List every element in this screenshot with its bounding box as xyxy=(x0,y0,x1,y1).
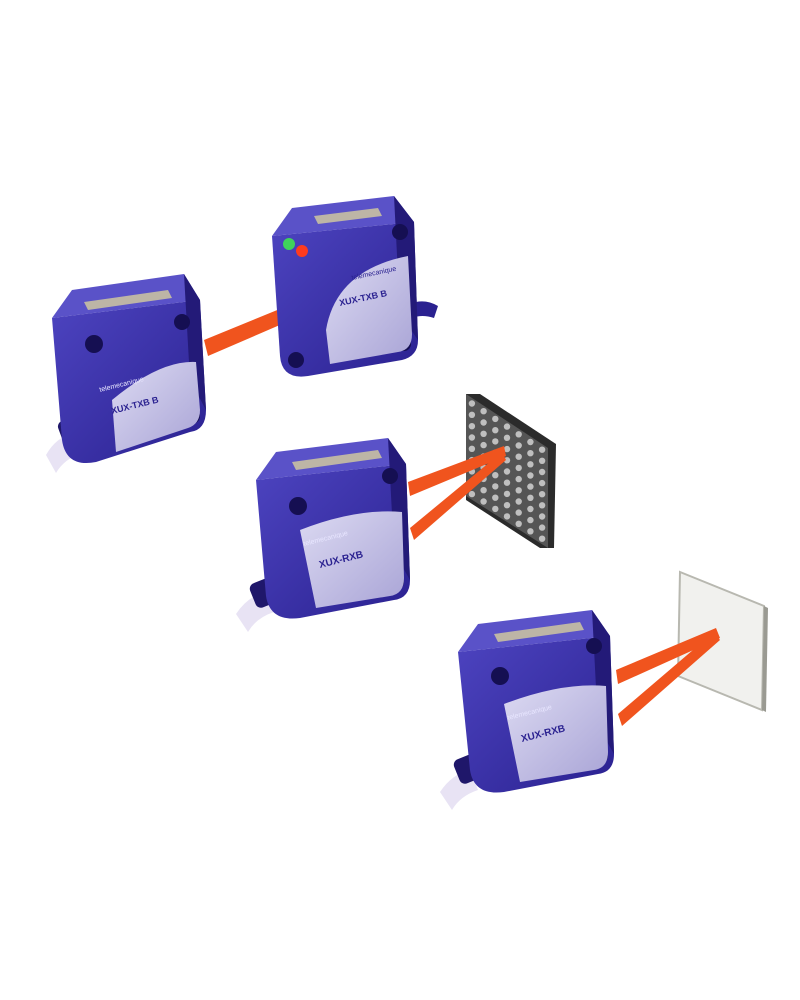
reflex-beam-out xyxy=(408,446,506,496)
reflector-cell xyxy=(492,415,499,423)
reflector-cell xyxy=(503,502,511,509)
reflector-cell xyxy=(480,408,487,415)
reflector-cell xyxy=(492,505,499,513)
reflector-cell xyxy=(503,457,511,464)
emitter-sensor: telemecanique XUX-TXB B xyxy=(46,274,206,473)
reflector-cell xyxy=(515,442,522,449)
reflector-cell xyxy=(492,438,499,445)
reflector-cell xyxy=(480,498,487,505)
reflector-cell xyxy=(515,475,522,483)
reflector-cell xyxy=(527,461,534,468)
reflector-cell xyxy=(538,502,546,509)
reflector-cell xyxy=(515,520,522,527)
reflector-cell xyxy=(515,487,522,494)
through-beam xyxy=(204,304,296,356)
reflex-beam-return xyxy=(410,452,506,540)
reflector-cell xyxy=(503,434,511,441)
reflector-cell xyxy=(515,464,522,472)
reflector-cell xyxy=(515,498,522,505)
red-led-icon xyxy=(296,245,308,257)
reflector-cell xyxy=(515,509,522,516)
reflector-cell xyxy=(538,468,546,476)
reflector-cell xyxy=(492,472,499,479)
reflector-cell xyxy=(468,423,476,430)
reflector-cell xyxy=(468,400,476,407)
reflector-cell xyxy=(538,513,546,520)
reflector-cell xyxy=(503,423,511,430)
reflector-cell xyxy=(480,419,487,426)
reflector-cell xyxy=(503,513,511,520)
reflector-cell xyxy=(468,411,476,418)
reflector-cell xyxy=(503,445,511,453)
reflector-cell xyxy=(527,528,534,535)
reflector-cell xyxy=(492,427,499,434)
diffuse-sensor: telemecanique XUX-RXB xyxy=(440,610,614,810)
reflector-cell xyxy=(538,446,546,453)
reflector-cell xyxy=(492,494,499,501)
reflector-cell xyxy=(538,491,546,498)
reflector-cell xyxy=(503,468,511,475)
diffuse-beam-return xyxy=(618,632,720,726)
reflector-cell xyxy=(468,445,476,452)
reflector-panel xyxy=(466,394,556,548)
receiver-sensor: telemecanique XUX-TXB B xyxy=(272,196,438,377)
reflector-cell xyxy=(527,450,534,457)
reflector-cell xyxy=(480,441,487,449)
reflector-cell xyxy=(527,472,534,479)
reflector-cell xyxy=(480,487,487,494)
reflector-cell xyxy=(538,457,546,464)
reflector-cell xyxy=(538,535,546,542)
reflector-cell xyxy=(468,434,476,441)
reflector-cell xyxy=(538,524,546,531)
reflector-cell xyxy=(515,453,522,460)
reflector-cell xyxy=(527,483,534,490)
green-led-icon xyxy=(283,238,295,250)
reflector-cell xyxy=(527,494,534,501)
reflector-cell xyxy=(527,438,534,446)
reflector-cell xyxy=(515,431,522,438)
reflector-cell xyxy=(468,490,476,498)
reflector-cell xyxy=(480,430,487,437)
reflector-cell xyxy=(527,516,534,524)
reflector-cell xyxy=(503,490,511,498)
reflector-cell xyxy=(538,479,546,487)
reflex-sensor: telemecanique XUX-RXB xyxy=(236,438,410,632)
reflector-cell xyxy=(492,483,499,490)
reflector-cell xyxy=(503,479,511,486)
diffuse-beam-out xyxy=(616,628,720,684)
reflector-cell xyxy=(527,505,534,513)
